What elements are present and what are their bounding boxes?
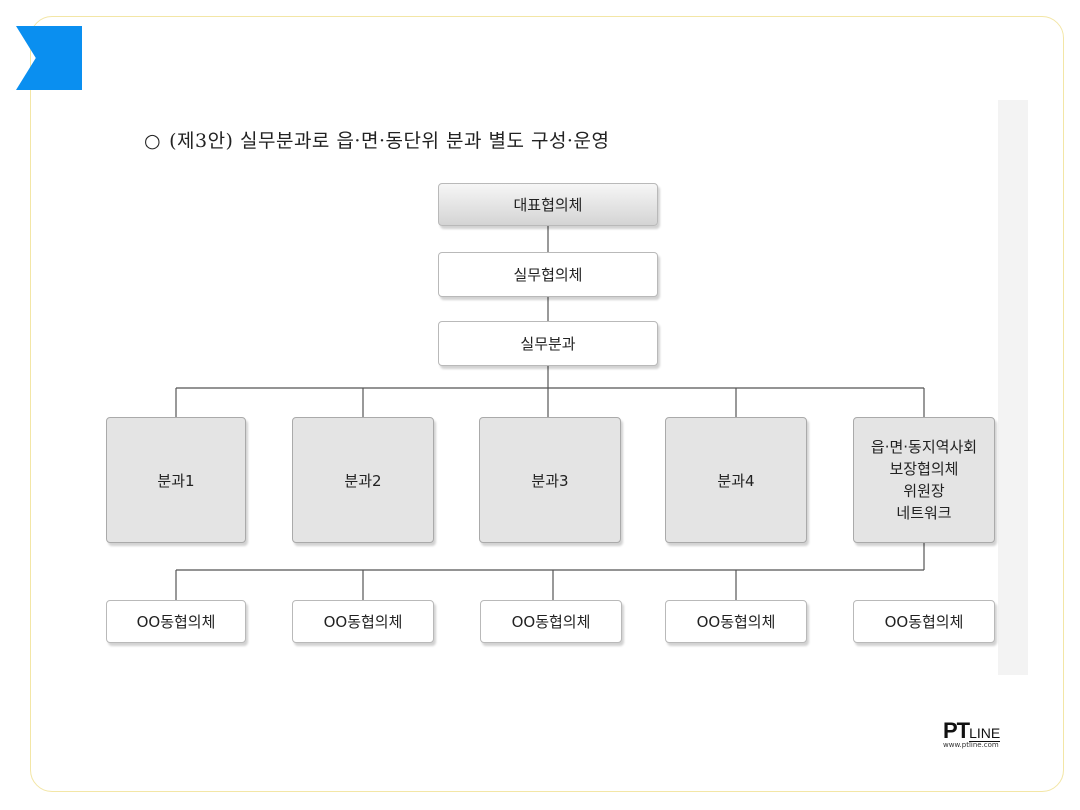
box-label: 실무협의체 xyxy=(513,266,583,284)
connector-lines xyxy=(175,226,925,600)
box-label-line: 네트워크 xyxy=(896,504,952,522)
box-label: OO동협의체 xyxy=(323,613,403,631)
logo-pt: PT xyxy=(943,718,970,743)
diagram-panel: ○ (제3안) 실무분과로 읍·면·동단위 분과 별도 구성·운영 xyxy=(98,100,998,675)
box-label: 대표협의체 xyxy=(513,196,583,214)
box-subcommittee-4: 분과4 xyxy=(665,417,807,543)
logo-url: www.ptline.com xyxy=(943,741,999,749)
diagram-heading: ○ (제3안) 실무분과로 읍·면·동단위 분과 별도 구성·운영 xyxy=(144,126,609,153)
ptline-logo: PTLINE www.ptline.com xyxy=(943,718,1001,749)
box-label-line: 읍·면·동지역사회 xyxy=(870,438,978,456)
box-working-council: 실무협의체 xyxy=(438,252,658,297)
slide-frame xyxy=(30,16,1064,792)
box-dong-council-3: OO동협의체 xyxy=(480,600,622,643)
box-label: 분과2 xyxy=(344,471,382,490)
box-dong-council-4: OO동협의체 xyxy=(665,600,807,643)
box-label: 분과1 xyxy=(157,471,195,490)
box-label-line: 보장협의체 xyxy=(889,460,959,478)
box-community-network: 읍·면·동지역사회 보장협의체 위원장 네트워크 xyxy=(853,417,995,543)
box-dong-council-2: OO동협의체 xyxy=(292,600,434,643)
heading-text: (제3안) 실무분과로 읍·면·동단위 분과 별도 구성·운영 xyxy=(169,130,610,152)
logo-wordmark: PTLINE xyxy=(943,718,1001,744)
diagram-area: ○ (제3안) 실무분과로 읍·면·동단위 분과 별도 구성·운영 xyxy=(98,100,1028,675)
box-label: OO동협의체 xyxy=(136,613,216,631)
box-subcommittee-2: 분과2 xyxy=(292,417,434,543)
heading-bullet: ○ xyxy=(144,130,162,152)
box-representative-council: 대표협의체 xyxy=(438,183,658,226)
box-dong-council-5: OO동협의체 xyxy=(853,600,995,643)
box-label: 분과4 xyxy=(717,471,755,490)
box-label: 실무분과 xyxy=(520,335,576,353)
box-label-line: 위원장 xyxy=(903,482,945,500)
box-working-subcommittee: 실무분과 xyxy=(438,321,658,366)
box-dong-council-1: OO동협의체 xyxy=(106,600,246,643)
box-subcommittee-3: 분과3 xyxy=(479,417,621,543)
corner-tab-decoration xyxy=(16,26,82,90)
box-label: OO동협의체 xyxy=(511,613,591,631)
logo-line: LINE xyxy=(969,725,1001,742)
box-subcommittee-1: 분과1 xyxy=(106,417,246,543)
box-label: OO동협의체 xyxy=(696,613,776,631)
box-label: OO동협의체 xyxy=(884,613,964,631)
box-label: 분과3 xyxy=(531,471,569,490)
